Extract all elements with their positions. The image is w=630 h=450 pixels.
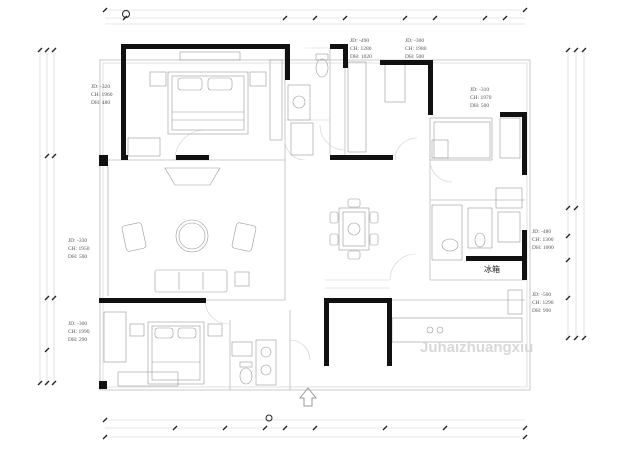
annotation-line: DH: 500 [68, 254, 87, 260]
annotation-line: CH: 1280 [350, 46, 372, 52]
annotation-line: DH: 290 [68, 337, 87, 343]
top-dimension-lines [102, 7, 528, 25]
annotation-line: CH: 1290 [532, 300, 554, 306]
bathroom-right [431, 187, 523, 261]
annotation-line: DH: 990 [532, 308, 551, 314]
entrance-arrow-icon [298, 387, 318, 407]
watermark: Juhaizhuangxiu [420, 339, 533, 356]
fridge-label: 冰箱 [484, 264, 500, 274]
annotation-line: CH: 1300 [532, 237, 554, 243]
door-swings [174, 124, 453, 361]
dining-table [329, 198, 379, 260]
living-room [107, 166, 257, 296]
annotation-line: DH: 1020 [350, 54, 372, 60]
bearing-walls [99, 44, 527, 389]
annotation-a7: JD: -500 CH: 1290 DH: 990 [532, 292, 554, 314]
annotation-line: JD: -310 [470, 87, 489, 93]
annotation-line: DH: 1000 [532, 245, 554, 251]
bathroom-bottom [231, 339, 277, 386]
top-right-room [384, 61, 521, 161]
bedroom-bottom-left [103, 311, 223, 387]
annotation-line: JD: -490 [350, 38, 369, 44]
annotation-line: CH: 1960 [91, 92, 113, 98]
annotation-line: DH: 480 [91, 100, 110, 106]
annotation-a2: JD: -300 CH: 1980 DH: 500 [405, 38, 427, 60]
bottom-dimension-lines [102, 414, 528, 440]
bathroom-top [287, 53, 367, 156]
annotation-line: JD: -330 [68, 238, 87, 244]
annotation-line: CH: 1980 [405, 46, 427, 52]
annotation-line: DH: 500 [405, 54, 424, 60]
bedroom-top-left [127, 51, 283, 157]
annotation-a6: JD: -480 CH: 1300 DH: 1000 [532, 229, 554, 251]
annotation-line: JD: -320 [91, 84, 110, 90]
annotation-a5: JD: -330 CH: 1950 DH: 500 [68, 238, 90, 260]
left-dimension-lines [37, 47, 57, 386]
annotation-line: JD: -500 [532, 292, 551, 298]
annotation-a8: JD: -300 CH: 1990 DH: 290 [68, 321, 90, 343]
annotation-line: JD: -300 [405, 38, 424, 44]
annotation-line: CH: 1950 [68, 246, 90, 252]
annotation-line: JD: -300 [68, 321, 87, 327]
right-dimension-lines [565, 47, 587, 341]
annotation-line: DH: 500 [470, 103, 489, 109]
annotation-a1: JD: -490 CH: 1280 DH: 1020 [350, 38, 372, 60]
annotation-line: JD: -480 [532, 229, 551, 235]
annotation-line: CH: 1990 [68, 329, 90, 335]
kitchen-bottom [391, 289, 523, 343]
annotation-a3: JD: -320 CH: 1960 DH: 480 [91, 84, 113, 106]
annotation-line: CH: 1970 [470, 95, 492, 101]
annotation-a4: JD: -310 CH: 1970 DH: 500 [470, 87, 492, 109]
